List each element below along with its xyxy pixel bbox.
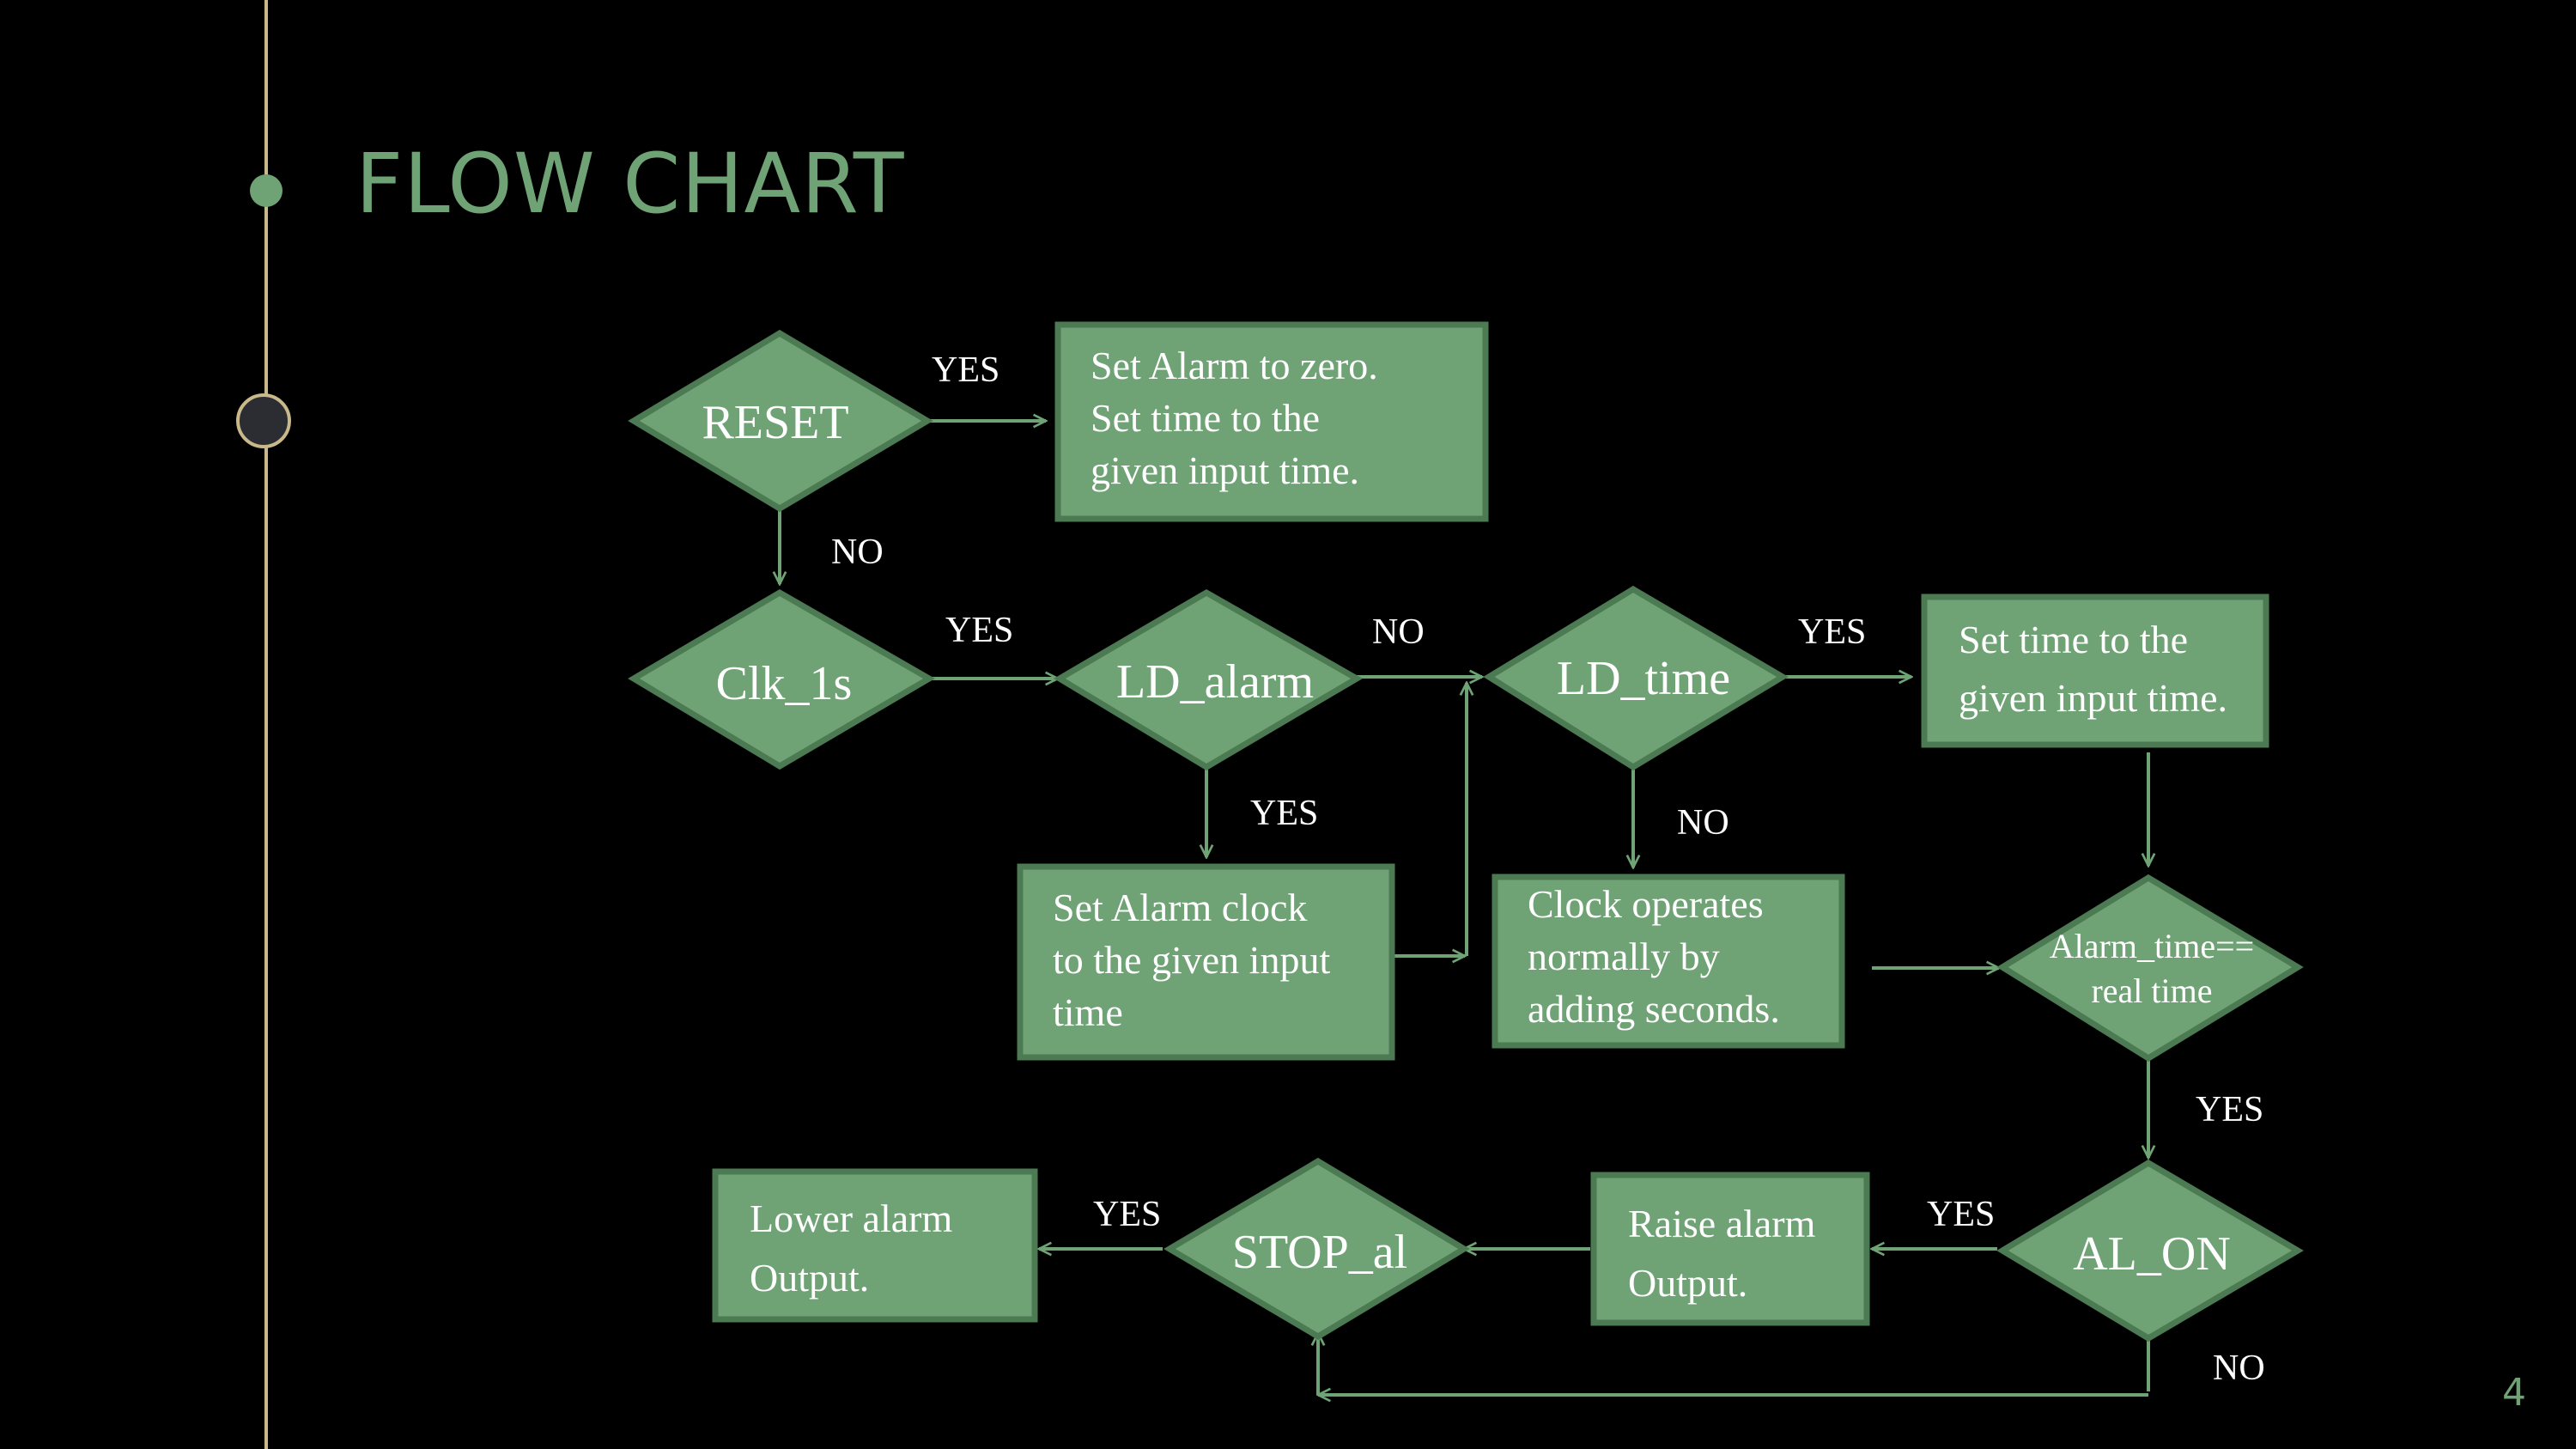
node-ld-alarm-shape (1054, 588, 1363, 771)
label-ld-time-no: NO (1677, 803, 1729, 843)
node-ld-alarm-text: LD_alarm (1115, 655, 1315, 709)
node-reset-action-text: Set Alarm to zero. Set time to the given… (1091, 344, 1378, 492)
node-raise-alarm-text: Raise alarm Output. (1628, 1202, 1816, 1305)
label-ld-alarm-no: NO (1372, 612, 1425, 652)
flowchart-edges (780, 421, 2148, 1395)
node-ld-time-shape (1483, 585, 1789, 771)
node-reset-action-shape (1054, 321, 1489, 522)
node-ld-time-text: LD_time (1556, 652, 1731, 705)
timeline-line (264, 0, 268, 1449)
label-al-on-no: NO (2213, 1349, 2265, 1388)
node-lower-alarm-shape (712, 1168, 1038, 1323)
label-clk-yes: YES (945, 611, 1014, 650)
label-reset-no: NO (831, 533, 884, 572)
page-title: FLOW CHART (355, 136, 905, 232)
node-alarm-equal-text: Alarm_time== real time (2049, 927, 2255, 1010)
node-set-time-text: Set time to the given input time. (1959, 618, 2228, 720)
node-al-on-text: AL_ON (2073, 1227, 2231, 1281)
node-clock-operates-text: Clock operates normally by adding second… (1528, 882, 1780, 1031)
node-stop-al-shape (1163, 1157, 1470, 1341)
node-reset-text: RESET (702, 396, 849, 449)
timeline-dot (250, 174, 283, 207)
node-al-on-shape (1996, 1159, 2304, 1342)
node-raise-alarm-shape (1590, 1172, 1870, 1326)
node-stop-al-text: STOP_al (1231, 1226, 1408, 1279)
flowchart-nodes (628, 321, 2304, 1342)
label-al-on-yes: YES (1927, 1195, 1996, 1234)
label-ld-alarm-yes: YES (1250, 794, 1319, 833)
page-number: 4 (2502, 1371, 2526, 1415)
timeline-ring (236, 393, 291, 448)
node-clock-operates-shape (1492, 874, 1845, 1049)
node-alarm-equal-shape (1996, 874, 2304, 1062)
node-set-alarm-clock-text: Set Alarm clock to the given input time (1053, 886, 1331, 1034)
node-reset-shape (628, 329, 933, 513)
node-set-alarm-clock-shape (1017, 863, 1395, 1061)
label-ld-time-yes: YES (1798, 612, 1867, 652)
node-set-time-shape (1921, 594, 2269, 748)
node-lower-alarm-text: Lower alarm Output. (750, 1196, 953, 1300)
node-clk-shape (628, 588, 935, 770)
label-reset-yes: YES (932, 350, 1000, 390)
label-stop-yes: YES (1093, 1195, 1162, 1234)
label-alarm-equal-yes: YES (2196, 1090, 2264, 1129)
node-clk-text: Clk_1s (715, 657, 853, 710)
